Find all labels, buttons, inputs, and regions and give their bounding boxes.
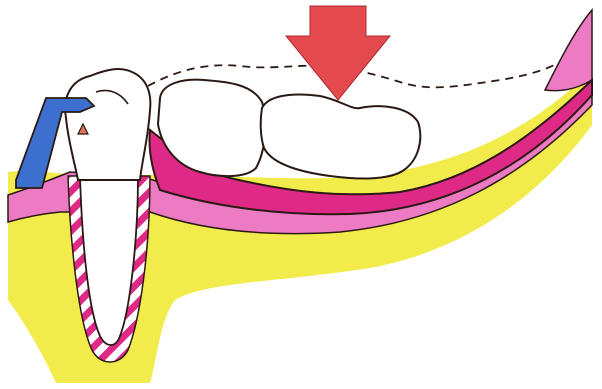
abutment-tooth (65, 69, 150, 180)
